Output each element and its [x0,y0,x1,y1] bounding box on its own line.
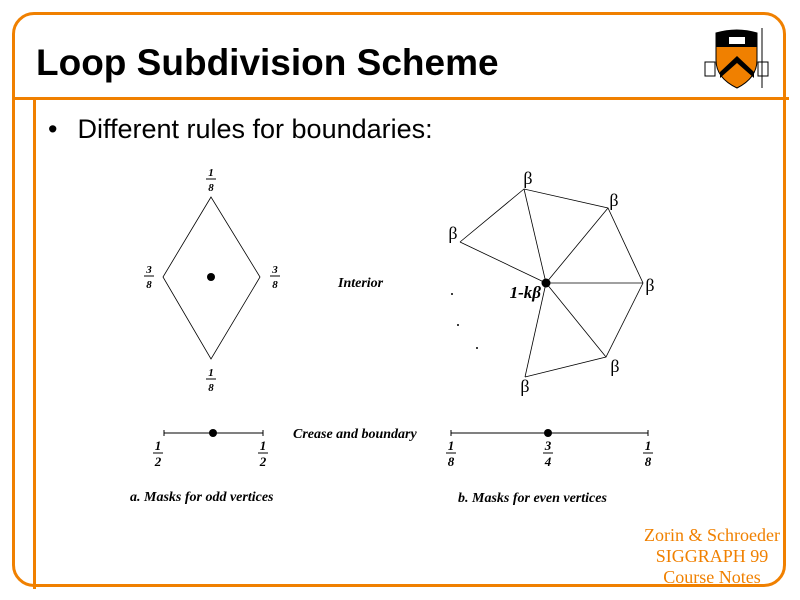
credit-venue: SIGGRAPH 99 [655,546,769,566]
odd-vertex-dot [207,273,215,281]
crease-even-w3-num: 1 [645,438,652,453]
bullet-text: Different rules for boundaries: [77,114,433,144]
beta-label: β [448,223,457,243]
weight-top-num: 1 [208,167,214,179]
even-vertex-dot [541,278,551,288]
interior-label: Interior [337,276,384,291]
credit: Zorin & Schroeder SIGGRAPH 99 Course Not… [644,525,780,588]
crease-even-w3-den: 8 [645,454,652,469]
weight-left-num: 3 [145,264,152,276]
center-weight-label: 1-kβ [510,283,542,302]
weight-top-den: 8 [208,182,214,194]
slide-title: Loop Subdivision Scheme [36,42,499,83]
beta-label: β [523,168,532,188]
credit-notes: Course Notes [663,567,761,587]
beta-label: β [609,190,618,210]
crease-label: Crease and boundary [293,427,417,442]
odd-caption: a. Masks for odd vertices [130,490,274,505]
crease-even-w1-num: 1 [448,438,455,453]
beta-label: β [520,376,529,396]
slide-frame [12,12,786,587]
crease-even-w2-den: 4 [544,454,552,469]
weight-bottom-den: 8 [208,382,214,394]
odd-crease-mask [163,429,264,437]
bullet-marker: • [48,114,58,144]
crease-odd-w2-den: 2 [259,454,267,469]
even-crease-mask [450,429,649,437]
weight-right-den: 8 [272,279,278,291]
ellipsis-dots [451,293,478,349]
even-caption: b. Masks for even vertices [458,491,607,506]
crease-even-w2-num: 3 [544,438,552,453]
credit-authors: Zorin & Schroeder [644,525,780,545]
crease-even-w1-den: 8 [448,454,455,469]
left-rule [33,97,36,589]
weight-bottom-num: 1 [208,367,214,379]
beta-label: β [645,275,654,295]
bullet-item: • Different rules for boundaries: [48,114,433,145]
beta-label: β [610,356,619,376]
crease-odd-w1-num: 1 [155,438,162,453]
crease-odd-w1-den: 2 [154,454,162,469]
even-interior-mask [459,188,644,378]
title-divider [12,97,789,100]
weight-left-den: 8 [146,279,152,291]
odd-interior-mask [162,196,261,360]
crease-odd-w2-num: 1 [260,438,267,453]
princeton-shield-logo [704,28,769,89]
weight-right-num: 3 [271,264,278,276]
